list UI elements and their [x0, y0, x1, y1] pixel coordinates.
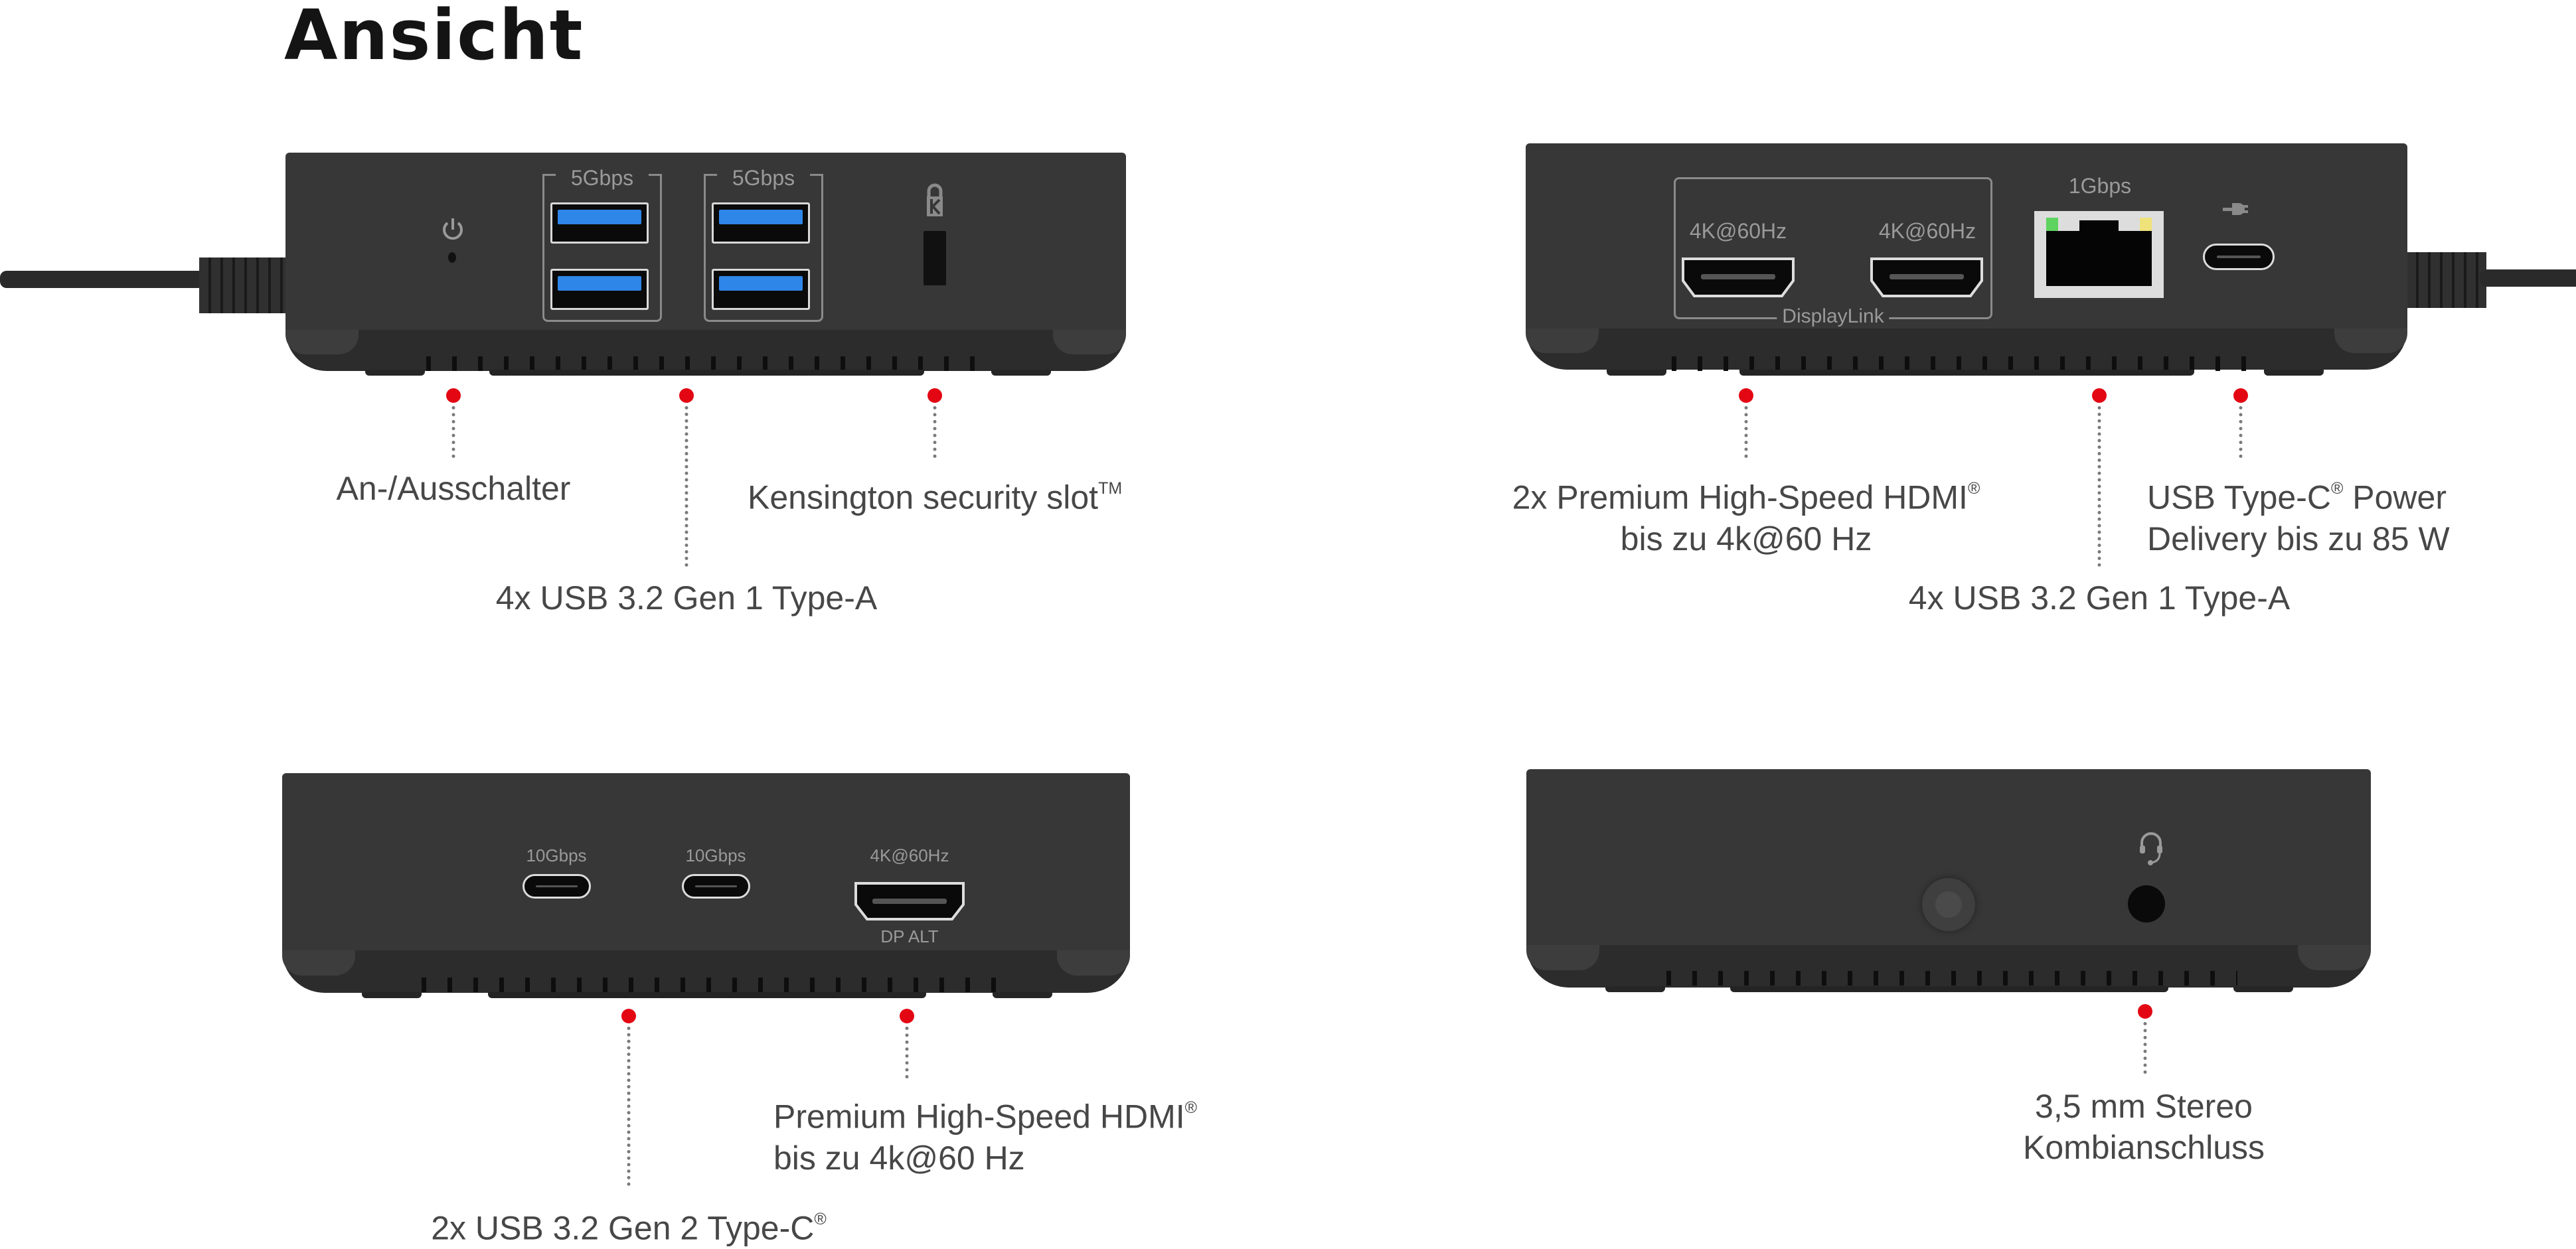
usb-speed-label: 5Gbps — [570, 166, 634, 190]
kensington-lock-icon — [927, 183, 943, 216]
hdmi-label: 4K@60Hz — [870, 845, 949, 865]
cable-left — [0, 271, 212, 288]
callout-line — [933, 406, 937, 458]
led-green — [2046, 218, 2058, 231]
callout-dot — [2092, 388, 2107, 403]
callout-dot — [621, 1009, 636, 1023]
kensington-nano-slot — [1922, 878, 1975, 931]
vents — [426, 356, 991, 371]
callout-dot — [927, 388, 942, 403]
callout-line — [684, 406, 688, 567]
usb-c-port[interactable] — [682, 874, 750, 899]
usb-group-1 — [542, 174, 662, 322]
callout-hdmi-side: Premium High-Speed HDMI® bis zu 4k@60 Hz — [773, 1098, 1198, 1177]
usb-c-speed-label: 10Gbps — [685, 845, 746, 865]
usb-speed-label: 5Gbps — [732, 166, 795, 190]
usb-a-port[interactable] — [550, 202, 649, 244]
callout-line — [1744, 406, 1748, 458]
callout-line — [2097, 406, 2101, 567]
hdmi-port[interactable] — [854, 881, 965, 921]
dp-alt-label: DP ALT — [880, 926, 939, 946]
usb-group-2 — [704, 174, 823, 322]
power-icon — [443, 218, 463, 240]
callout-dot — [2233, 388, 2248, 403]
usb-a-port[interactable] — [550, 269, 649, 310]
usb-c-port[interactable] — [523, 874, 591, 899]
hdmi-label: 4K@60Hz — [1878, 219, 1976, 243]
audio-jack[interactable] — [2128, 885, 2165, 922]
callout-audio: 3,5 mm Stereo Kombianschluss — [2022, 1088, 2265, 1166]
usb-c-pd-port[interactable] — [2203, 244, 2275, 270]
callout-dot — [2138, 1004, 2152, 1019]
headset-icon — [2140, 832, 2162, 865]
vents — [1672, 356, 2263, 371]
page-title: Ansicht — [284, 0, 584, 76]
vents — [422, 978, 999, 992]
callout-dot — [900, 1009, 914, 1023]
usb-a-port[interactable] — [712, 269, 810, 310]
callout-line — [451, 406, 455, 458]
cable-strain-relief — [2407, 252, 2486, 308]
hdmi-port[interactable] — [1681, 257, 1795, 298]
callout-kensington: Kensington security slotTM — [748, 478, 1123, 516]
cable-right — [2480, 269, 2576, 287]
callout-line — [627, 1027, 631, 1186]
usb-a-port[interactable] — [712, 202, 810, 244]
vents — [1666, 971, 2237, 986]
displaylink-label: DisplayLink — [1777, 307, 1890, 327]
callout-usbc-side: 2x USB 3.2 Gen 2 Type-C® — [431, 1209, 827, 1247]
callout-power-switch: An-/Ausschalter — [336, 470, 571, 507]
callout-dot — [1739, 388, 1753, 403]
callout-hdmi-back: 2x Premium High-Speed HDMI® bis zu 4k@60… — [1512, 478, 1980, 557]
callout-usb-back: 4x USB 3.2 Gen 1 Type-A — [1908, 579, 2291, 617]
callout-power-delivery: USB Type-C® Power Delivery bis zu 85 W — [2147, 478, 2450, 557]
hdmi-label: 4K@60Hz — [1689, 219, 1787, 243]
power-plug-icon — [2223, 203, 2248, 215]
callout-dot — [679, 388, 694, 403]
callout-line — [2143, 1022, 2147, 1074]
cable-strain-relief — [199, 257, 287, 313]
callout-dot — [446, 388, 461, 403]
callout-line — [2239, 406, 2243, 458]
led-yellow — [2140, 218, 2152, 231]
callout-line — [905, 1027, 909, 1078]
ethernet-port[interactable] — [2034, 211, 2164, 298]
kensington-slot[interactable] — [924, 231, 946, 285]
hdmi-port[interactable] — [1870, 257, 1984, 298]
power-button[interactable] — [448, 252, 456, 263]
ethernet-speed-label: 1Gbps — [2068, 174, 2132, 198]
callout-usb-front: 4x USB 3.2 Gen 1 Type-A — [495, 579, 878, 617]
usb-c-speed-label: 10Gbps — [526, 845, 587, 865]
